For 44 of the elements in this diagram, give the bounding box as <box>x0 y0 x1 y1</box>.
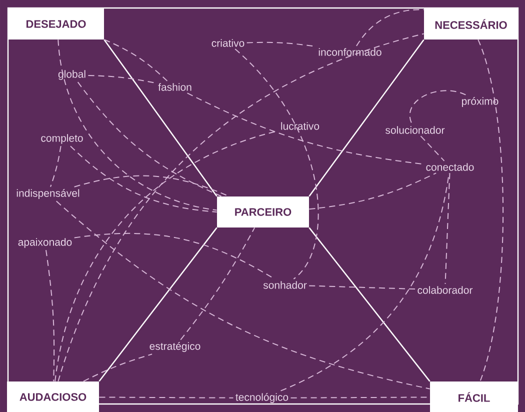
dashed-line <box>308 172 437 210</box>
word-label: colaborador <box>418 286 473 294</box>
dashed-line <box>98 396 234 398</box>
dashed-line <box>410 90 466 124</box>
dashed-line <box>444 172 450 284</box>
word-label: sonhador <box>263 281 307 289</box>
connector-line <box>308 39 424 197</box>
dashed-line <box>420 136 445 162</box>
word-label: tecnológico <box>236 393 288 403</box>
dashed-line <box>58 39 218 211</box>
label-box: FÁCIL <box>430 382 518 412</box>
dashed-line <box>82 354 153 382</box>
dashed-line <box>478 39 504 382</box>
word-label: inconformado <box>318 48 382 56</box>
word-label: fashion <box>158 83 192 91</box>
connector-line <box>104 39 218 197</box>
word-label: solucionador <box>386 126 445 134</box>
word-label: próximo <box>462 97 498 107</box>
dashed-line <box>356 9 424 46</box>
connector-line <box>98 227 218 382</box>
word-label: completo <box>41 134 83 144</box>
label-box: PARCEIRO <box>217 196 309 228</box>
dashed-line <box>50 146 62 188</box>
label-box: NECESSÁRIO <box>424 8 518 40</box>
word-label: estratégico <box>150 342 200 352</box>
word-label: criativo <box>212 39 244 47</box>
word-label: apaixonado <box>18 238 72 248</box>
label-box: DESEJADO <box>8 8 104 40</box>
dashed-line <box>104 39 168 82</box>
word-label: conectado <box>426 163 474 171</box>
word-label: global <box>58 70 86 80</box>
connector-line <box>308 227 430 382</box>
label-box: AUDACIOSO <box>7 382 99 412</box>
dashed-line <box>56 200 430 390</box>
dashed-line <box>70 146 218 213</box>
dashed-line <box>88 74 156 84</box>
dashed-line <box>58 33 424 382</box>
dashed-line <box>234 48 319 280</box>
dashed-line <box>77 82 222 197</box>
dashed-line <box>180 227 256 340</box>
dashed-line <box>46 250 55 382</box>
dashed-line <box>308 285 416 290</box>
word-label: indispensável <box>16 189 80 199</box>
word-label: lucrativo <box>281 122 320 130</box>
